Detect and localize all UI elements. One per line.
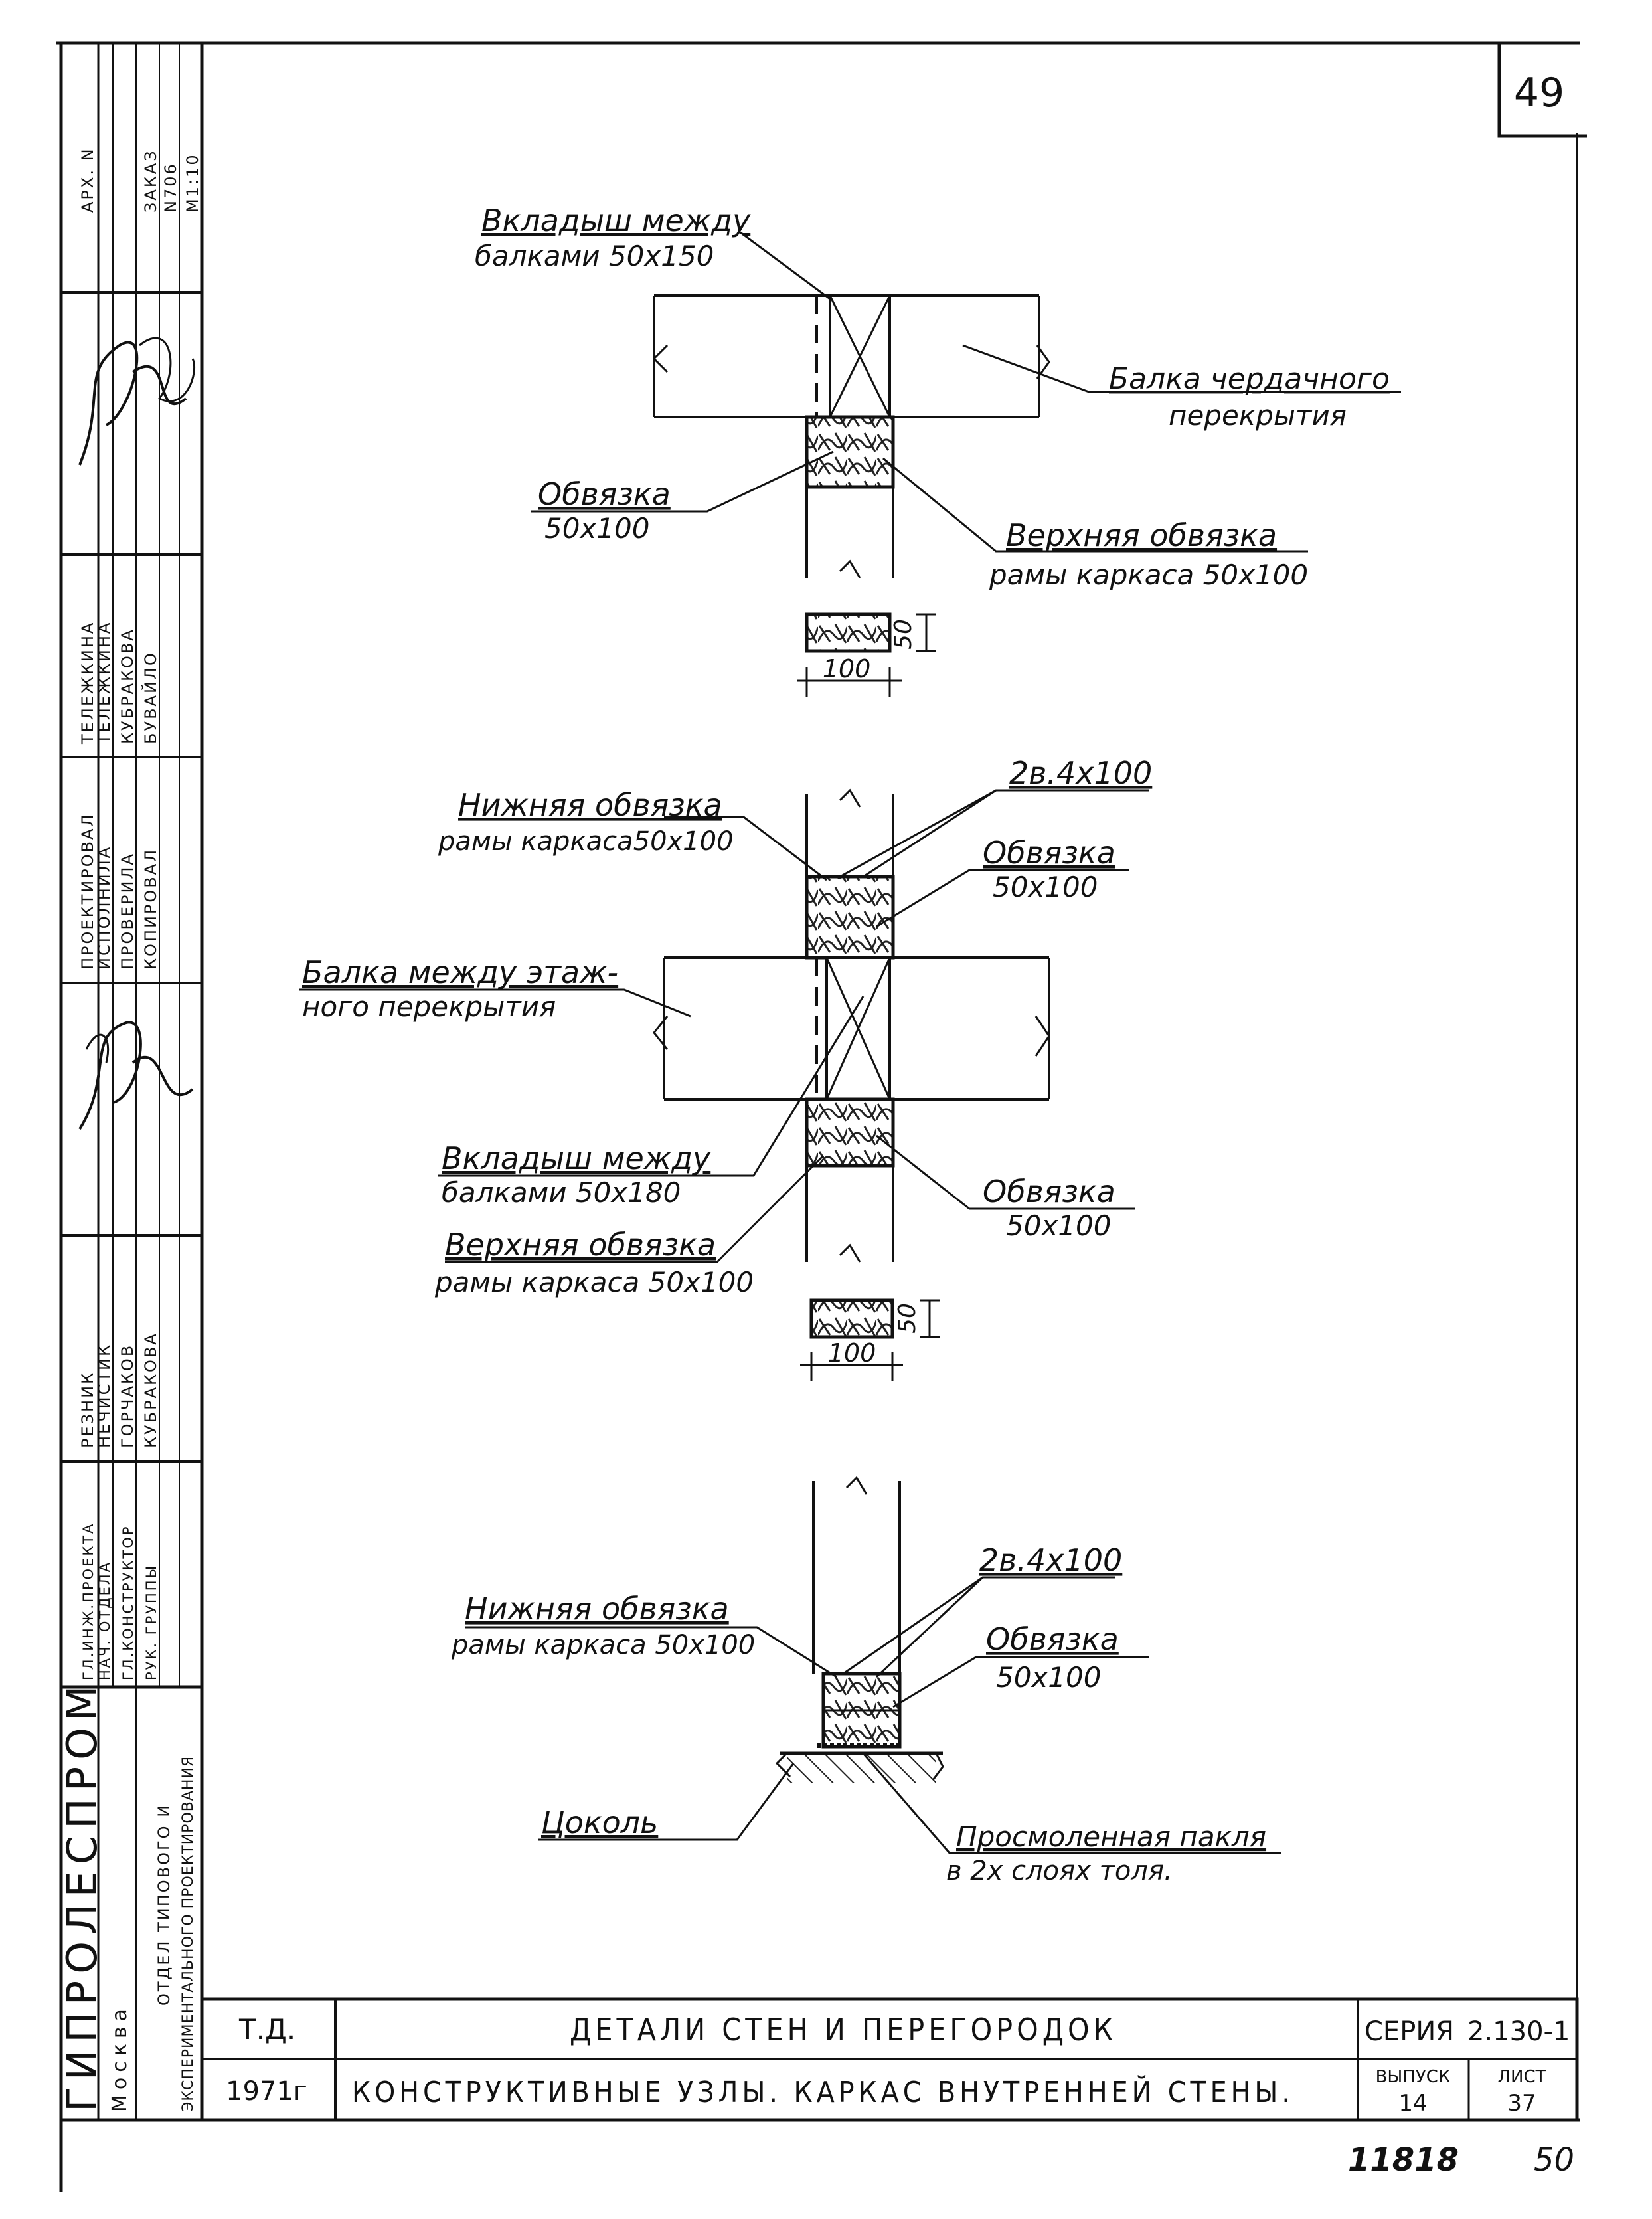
section-middle-width: 100 (828, 1338, 876, 1368)
label-insert-top: Вкладыш между (481, 203, 751, 238)
issue-label: ВЫПУСК (1376, 2067, 1451, 2087)
page-number-box: 49 (1497, 43, 1587, 138)
action-designed: ПРОЕКТИРОВАЛ (78, 812, 97, 970)
section-top-width: 100 (823, 654, 871, 683)
footer-page-number: 50 (1534, 2141, 1574, 2178)
name-2: НЕЧИСТИК (95, 1343, 114, 1448)
doc-year: 1971г (226, 2076, 307, 2107)
label-lower-frame-strap-bottom: Нижняя обвязка (465, 1591, 729, 1627)
actor-4: БУВАЙЛО (141, 651, 160, 744)
label-lower-frame-strap: Нижняя обвязка (458, 787, 722, 823)
side-stamp-text: АРХ. N ЗАКАЗ N706 M1:10 ПРОЕКТИРОВАЛ ИСП… (58, 147, 202, 2112)
section-top-height: 50 (890, 619, 917, 650)
label-insert-top-size: балками 50х150 (475, 240, 714, 272)
label-strap-bottom: Обвязка (986, 1621, 1119, 1657)
org-city: Москва (108, 2004, 131, 2112)
label-insert-middle: Вкладыш между (442, 1140, 711, 1176)
org-name: ГИПРОЛЕСПРОМ (58, 1679, 106, 2112)
label-strap-bottom-size: 50х100 (996, 1661, 1101, 1694)
doc-title: ДЕТАЛИ СТЕН И ПЕРЕГОРОДОК (570, 2012, 1117, 2048)
role-2: НАЧ. ОТДЕЛА (97, 1561, 113, 1680)
role-4: РУК. ГРУППЫ (143, 1564, 159, 1680)
doc-code: Т.Д. (238, 2013, 295, 2046)
label-strap-top-size: 50х100 (544, 512, 649, 545)
action-copied: КОПИРОВАЛ (141, 848, 160, 970)
detail-top-labels: Вкладыш между балками 50х150 Балка черда… (475, 203, 1390, 683)
sheet-label: ЛИСТ (1497, 2067, 1546, 2087)
label-attic-beam-2: перекрытия (1169, 399, 1347, 432)
order-label: ЗАКАЗ (141, 149, 160, 213)
label-upper-frame-strap-middle-2: рамы каркаса 50х100 (434, 1266, 754, 1298)
label-insert-middle-size: балками 50х180 (442, 1176, 681, 1209)
label-strap-middle-a: Обвязка (983, 835, 1115, 871)
footer-doc-number: 11818 (1348, 2141, 1459, 2178)
label-strap-middle-b: Обвязка (983, 1174, 1115, 1209)
page-number: 49 (1514, 70, 1564, 116)
actor-1: ТЕЛЕЖКИНА (78, 621, 97, 745)
name-1: РЕЗНИК (78, 1371, 97, 1448)
section-middle-height: 50 (894, 1303, 921, 1334)
scale: M1:10 (183, 153, 202, 213)
detail-middle-labels: 2в.4х100 Нижняя обвязка рамы каркаса50х1… (302, 755, 1152, 1368)
label-lower-frame-strap-bottom-2: рамы каркаса 50х100 (451, 1630, 755, 1660)
label-top-frame-strap-2: рамы каркаса 50х100 (989, 559, 1308, 591)
order-number: N706 (161, 162, 180, 213)
dept-line-2: ЭКСПЕРИМЕНТАЛЬНОГО ПРОЕКТИРОВАНИЯ (180, 1756, 197, 2112)
label-strap-middle-b-size: 50х100 (1006, 1209, 1111, 1242)
series-value: 2.130-1 (1467, 2016, 1570, 2047)
title-block-text: Т.Д. 1971г ДЕТАЛИ СТЕН И ПЕРЕГОРОДОК КОН… (226, 2012, 1570, 2117)
archive-label: АРХ. N (78, 147, 97, 213)
label-lower-frame-strap-2: рамы каркаса50х100 (438, 826, 734, 857)
label-plinth: Цоколь (541, 1805, 658, 1840)
action-checked: ПРОВЕРИЛА (118, 852, 137, 970)
label-attic-beam: Балка чердачного (1109, 362, 1390, 396)
sheet-value: 37 (1507, 2090, 1536, 2117)
label-upper-frame-strap-middle: Верхняя обвязка (445, 1227, 716, 1263)
label-nails-bottom: 2в.4х100 (979, 1542, 1122, 1578)
actor-2: ТЕЛЕЖКИНА (95, 621, 114, 745)
action-executed: ИСПОЛНИЛА (95, 845, 114, 970)
role-3: ГЛ.КОНСТРУКТОР (120, 1525, 136, 1680)
label-strap-middle-a-size: 50х100 (993, 871, 1098, 903)
label-tarred-tow: Просмоленная пакля (956, 1820, 1266, 1853)
side-stamp (59, 41, 204, 2122)
label-tarred-tow-2: в 2х слоях толя. (946, 1856, 1173, 1886)
detail-top (531, 231, 1401, 697)
label-floor-beam: Балка между этаж- (302, 954, 618, 990)
label-strap-top: Обвязка (538, 476, 671, 512)
detail-middle (299, 788, 1149, 1381)
label-top-frame-strap: Верхняя обвязка (1006, 517, 1277, 553)
name-4: КУБРАКОВА (141, 1332, 160, 1448)
name-3: ГОРЧАКОВ (118, 1344, 137, 1448)
series-label: СЕРИЯ (1364, 2016, 1454, 2047)
detail-bottom-labels: 2в.4х100 Нижняя обвязка рамы каркаса 50х… (451, 1542, 1266, 1886)
title-block (200, 1997, 1579, 2122)
doc-subtitle: КОНСТРУКТИВНЫЕ УЗЛЫ. КАРКАС ВНУТРЕННЕЙ С… (352, 2074, 1294, 2109)
actor-3: КУБРАКОВА (118, 628, 137, 744)
dept-line-1: ОТДЕЛ ТИПОВОГО И (155, 1803, 173, 2006)
issue-value: 14 (1398, 2090, 1427, 2117)
label-nails-middle: 2в.4х100 (1009, 755, 1152, 791)
role-1: ГЛ.ИНЖ.ПРОЕКТА (80, 1522, 96, 1680)
detail-bottom (465, 1476, 1281, 1854)
label-floor-beam-2: ного перекрытия (302, 990, 556, 1023)
